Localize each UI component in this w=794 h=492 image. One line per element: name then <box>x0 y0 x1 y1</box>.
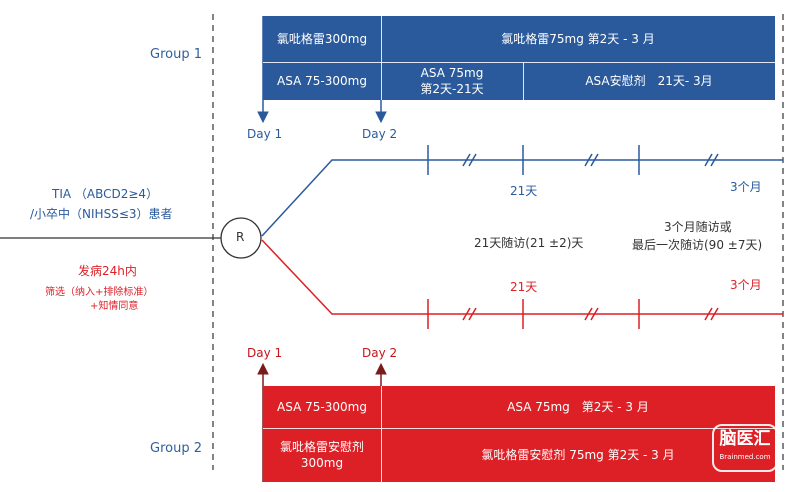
group1-row-separator <box>263 62 775 63</box>
group2-box-asa-75: ASA 75mg 第2天 - 3 月 <box>381 386 775 428</box>
blue-21-day-label: 21天 <box>510 184 538 198</box>
blue-break-marks <box>462 153 719 167</box>
group2-box-clopidogrel-placebo-300: 氯吡格雷安慰剂 300mg <box>263 428 381 482</box>
group1-day1-label: Day 1 <box>247 127 283 141</box>
group2-col-separator <box>381 386 382 482</box>
red-21-day-label: 21天 <box>510 280 538 294</box>
blue-branch-line <box>261 159 783 237</box>
group2-label: Group 2 <box>150 441 202 456</box>
screening-line-1: 筛选（纳入+排除标准） <box>45 287 154 298</box>
group2-day2-label: Day 2 <box>362 346 398 360</box>
group1-col-separator-1 <box>381 16 382 100</box>
red-branch-line <box>261 239 783 315</box>
followup-3-month-line-1: 3个月随访或 <box>664 220 732 234</box>
group1-col-separator-2 <box>523 62 524 100</box>
randomization-label: R <box>236 230 245 244</box>
group2-day1-label: Day 1 <box>247 346 283 360</box>
group2-box-asa-75-300: ASA 75-300mg <box>263 386 381 428</box>
population-line-2: /小卒中（NIHSS≤3）患者 <box>30 207 173 221</box>
group1-day2-label: Day 2 <box>362 127 398 141</box>
randomization-circle <box>220 217 262 259</box>
followup-3-month-line-2: 最后一次随访(90 ±7天) <box>632 238 763 252</box>
group1-box-clopidogrel-75: 氯吡格雷75mg 第2天 - 3 月 <box>381 16 775 62</box>
group1-label: Group 1 <box>150 47 202 62</box>
brainmed-logo: 脑医汇 Brainmed.com <box>712 424 778 472</box>
brainmed-logo-text: 脑医汇 <box>719 429 771 449</box>
group2-box-clopidogrel-placebo-75: 氯吡格雷安慰剂 75mg 第2天 - 3 月 <box>381 428 775 482</box>
red-3-month-label: 3个月 <box>730 278 762 292</box>
group1-box-asa-75: ASA 75mg 第2天-21天 <box>381 62 523 100</box>
group2-row-separator <box>263 428 775 429</box>
onset-window: 发病24h内 <box>78 264 137 278</box>
group1-box-asa-placebo: ASA安慰剂 21天- 3月 <box>523 62 775 100</box>
screening-line-2: +知情同意 <box>90 301 139 312</box>
population-line-1: TIA （ABCD2≥4） <box>52 187 159 201</box>
blue-3-month-label: 3个月 <box>730 180 762 194</box>
group1-box-clopidogrel-300: 氯吡格雷300mg <box>263 16 381 62</box>
group1-box-asa-75-300: ASA 75-300mg <box>263 62 381 100</box>
brainmed-logo-subtext: Brainmed.com <box>719 453 771 461</box>
red-break-marks <box>462 307 719 321</box>
followup-21-day: 21天随访(21 ±2)天 <box>474 236 584 250</box>
